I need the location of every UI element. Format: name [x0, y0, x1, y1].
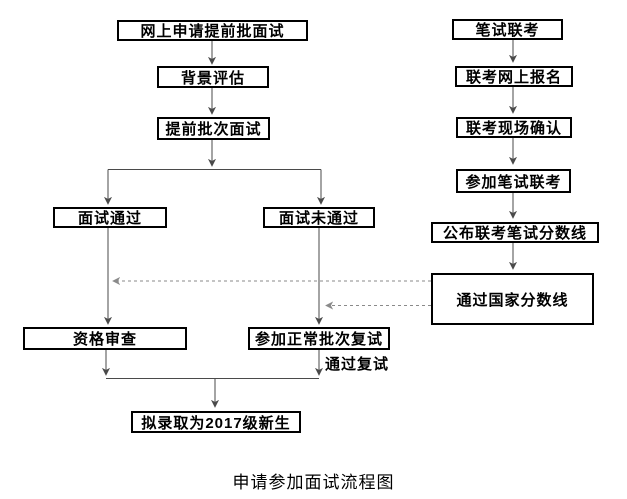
node-early-interview: 提前批次面试 — [157, 117, 270, 140]
connector-left-flow — [101, 41, 326, 408]
node-national-line-pass: 通过国家分数线 — [431, 273, 594, 325]
node-normal-retest: 参加正常批次复试 — [248, 327, 390, 350]
node-online-signup: 联考网上报名 — [455, 66, 573, 87]
node-admission: 拟录取为2017级新生 — [131, 411, 301, 433]
connector-dashed-links — [112, 276, 431, 310]
node-interview-pass: 面试通过 — [53, 207, 167, 228]
node-qualification-check: 资格审查 — [23, 327, 187, 350]
diagram-caption: 申请参加面试流程图 — [232, 473, 395, 492]
node-take-exam: 参加笔试联考 — [456, 169, 571, 193]
node-joint-exam: 笔试联考 — [452, 19, 563, 40]
node-background-eval: 背景评估 — [157, 66, 269, 88]
edge-label-retest-pass: 通过复试 — [325, 356, 390, 373]
node-interview-fail: 面试未通过 — [263, 207, 375, 228]
node-score-line-announce: 公布联考笔试分数线 — [431, 222, 599, 243]
node-web-apply: 网上申请提前批面试 — [117, 20, 308, 41]
node-onsite-confirm: 联考现场确认 — [456, 117, 572, 138]
